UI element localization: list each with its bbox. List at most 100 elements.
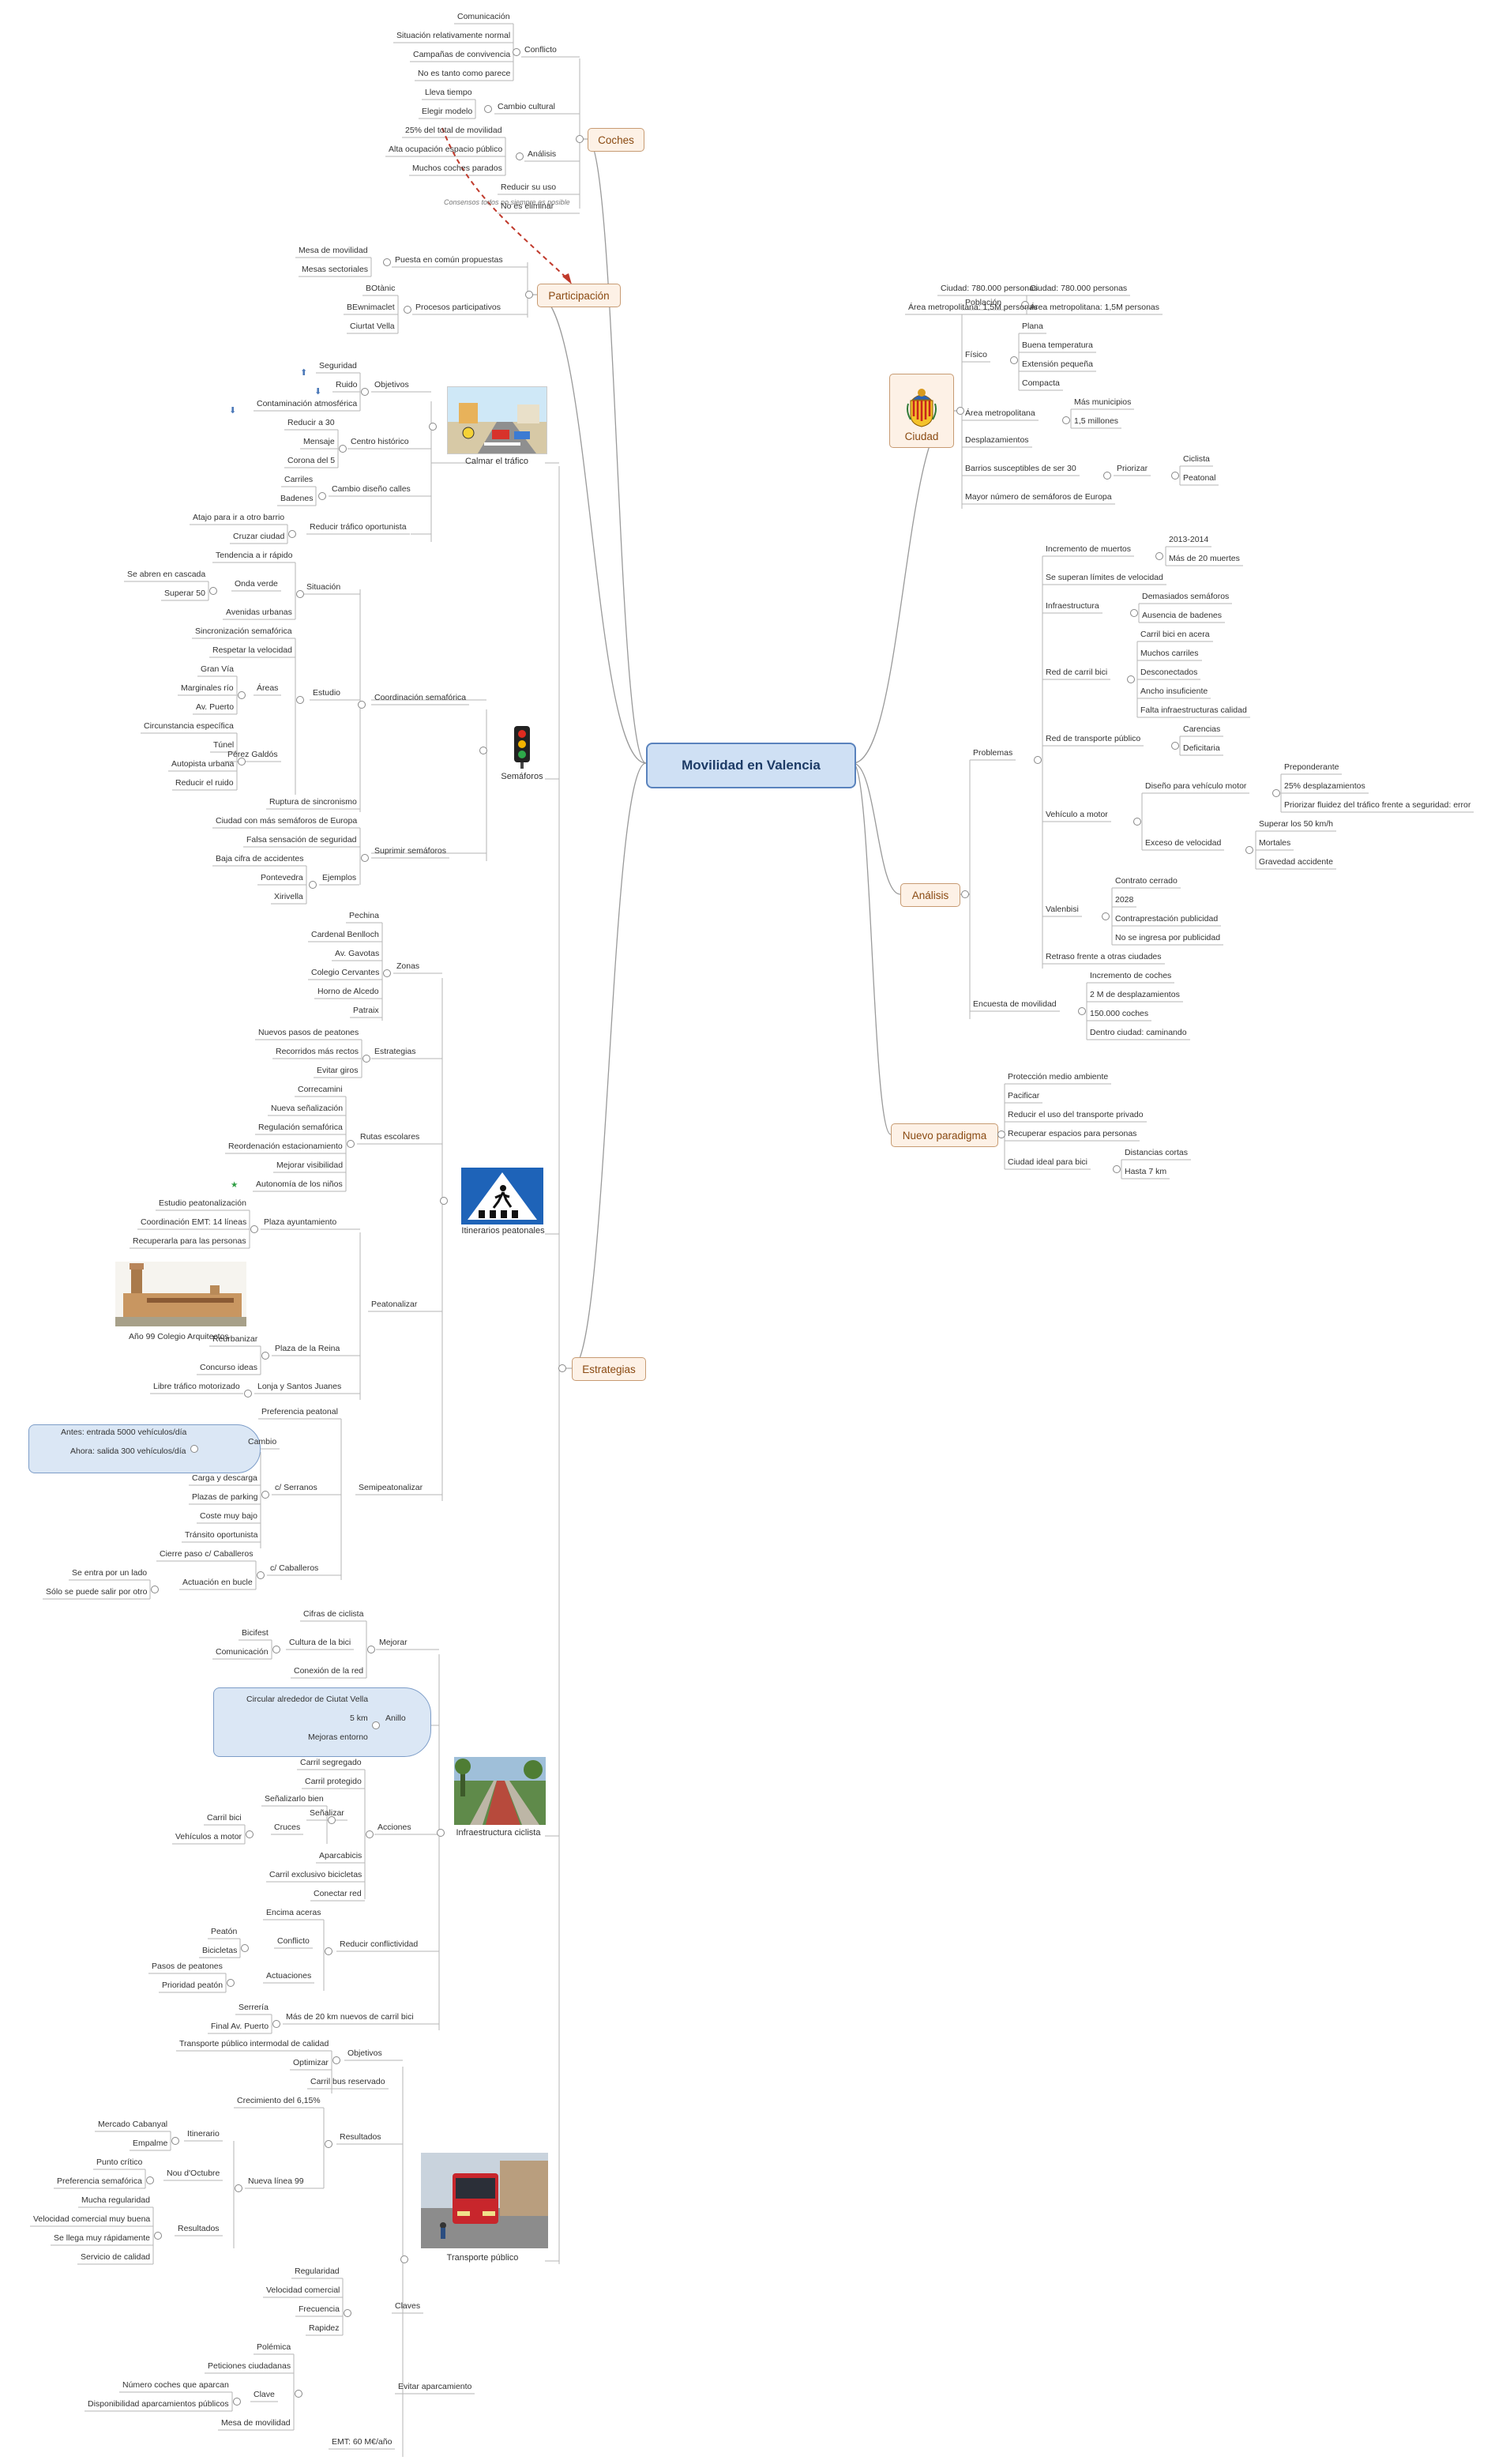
topic-node[interactable]: Mesas sectoriales: [302, 265, 369, 274]
topic-node[interactable]: Barrios susceptibles de ser 30: [965, 464, 1076, 473]
topic-node[interactable]: Muchos coches parados: [412, 164, 502, 173]
collapse-toggle[interactable]: [325, 2140, 332, 2148]
topic-node[interactable]: Encima aceras: [266, 1908, 321, 1917]
topic-node[interactable]: Polémica: [257, 2342, 291, 2352]
topic-node[interactable]: Ciudad ideal para bici: [1008, 1157, 1087, 1167]
topic-node[interactable]: Itinerario: [187, 2129, 220, 2139]
collapse-toggle[interactable]: [366, 1830, 374, 1838]
topic-node[interactable]: Carril bus reservado: [310, 2077, 385, 2086]
collapse-toggle[interactable]: [325, 1947, 332, 1955]
topic-node[interactable]: Ciudad: 780.000 personas: [941, 284, 1039, 293]
collapse-toggle[interactable]: [956, 407, 964, 415]
topic-node[interactable]: Buena temperatura: [1022, 340, 1093, 350]
topic-node[interactable]: Patraix: [353, 1006, 379, 1015]
collapse-toggle[interactable]: [257, 1571, 265, 1579]
topic-node[interactable]: 1,5 millones: [1074, 416, 1119, 426]
branch-estrategias[interactable]: Estrategias: [572, 1357, 646, 1381]
topic-node[interactable]: Clave: [254, 2390, 275, 2399]
topic-node[interactable]: Conexión de la red: [294, 1666, 364, 1676]
topic-node[interactable]: Actuación en bucle: [182, 1578, 253, 1587]
topic-node[interactable]: Infraestructura: [1046, 601, 1099, 611]
topic-node[interactable]: Respetar la velocidad: [212, 645, 292, 655]
collapse-toggle[interactable]: [146, 2176, 154, 2184]
topic-node[interactable]: Priorizar: [1117, 464, 1148, 473]
topic-node[interactable]: Atajo para ir a otro barrio: [193, 513, 285, 522]
collapse-toggle[interactable]: [154, 2232, 162, 2240]
topic-node[interactable]: Contraprestación publicidad: [1115, 914, 1219, 924]
topic-node[interactable]: Dentro ciudad: caminando: [1090, 1028, 1187, 1037]
collapse-toggle[interactable]: [1034, 756, 1042, 764]
topic-node[interactable]: Coordinación EMT: 14 líneas: [141, 1217, 247, 1227]
topic-node[interactable]: Conflicto: [277, 1936, 310, 1946]
collapse-toggle[interactable]: [362, 1055, 370, 1063]
topic-node[interactable]: Bicicletas: [202, 1946, 238, 1955]
topic-node[interactable]: Frecuencia: [299, 2304, 340, 2314]
topic-node[interactable]: No es tanto como parece: [418, 69, 511, 78]
topic-node[interactable]: Carga y descarga: [192, 1473, 257, 1483]
topic-node[interactable]: Cierre paso c/ Caballeros: [160, 1549, 254, 1559]
topic-node[interactable]: Tránsito oportunista: [185, 1530, 258, 1540]
topic-node[interactable]: 2013-2014: [1169, 535, 1209, 544]
topic-node[interactable]: Falsa sensación de seguridad: [246, 835, 357, 845]
collapse-toggle[interactable]: [516, 152, 524, 160]
collapse-toggle[interactable]: [250, 1225, 258, 1233]
collapse-toggle[interactable]: [1078, 1007, 1086, 1015]
topic-node[interactable]: Incremento de coches: [1090, 971, 1172, 980]
topic-node[interactable]: No es eliminar: [501, 201, 554, 211]
collapse-toggle[interactable]: [1171, 472, 1179, 480]
topic-node[interactable]: Resultados: [340, 2132, 381, 2142]
topic-node[interactable]: Crecimiento del 6,15%: [237, 2096, 321, 2105]
collapse-toggle[interactable]: [1272, 789, 1280, 797]
topic-node[interactable]: Nueva línea 99: [248, 2176, 304, 2186]
topic-node[interactable]: Rutas escolares: [360, 1132, 420, 1142]
topic-node[interactable]: Avenidas urbanas: [226, 608, 292, 617]
topic-node[interactable]: 150.000 coches: [1090, 1009, 1149, 1018]
topic-node[interactable]: Pasos de peatones: [152, 1962, 223, 1971]
topic-node[interactable]: Lleva tiempo: [425, 88, 472, 97]
topic-node[interactable]: Nueva señalización: [271, 1104, 344, 1113]
topic-node[interactable]: Desplazamientos: [965, 435, 1029, 445]
topic-node[interactable]: Aparcabicis: [319, 1851, 362, 1860]
topic-node[interactable]: Área metropolitana: 1,5M personas: [908, 303, 1039, 312]
topic-node[interactable]: Retraso frente a otras ciudades: [1046, 952, 1162, 961]
collapse-toggle[interactable]: [233, 2398, 241, 2406]
topic-node[interactable]: Demasiados semáforos: [1142, 592, 1230, 601]
topic-node[interactable]: Mejorar visibilidad: [276, 1161, 344, 1170]
branch-analisis[interactable]: Análisis: [900, 883, 960, 907]
topic-node[interactable]: Vehículo a motor: [1046, 810, 1108, 819]
topic-node[interactable]: Mesa de movilidad: [221, 2418, 291, 2428]
collapse-toggle[interactable]: [309, 881, 317, 889]
topic-node[interactable]: Horno de Alcedo: [317, 987, 379, 996]
topic-node[interactable]: Gran Vía: [201, 664, 235, 674]
topic-node[interactable]: Ahora: salida 300 vehículos/día: [70, 1446, 186, 1456]
topic-node[interactable]: Se superan límites de velocidad: [1046, 573, 1163, 582]
topic-node[interactable]: Mensaje: [303, 437, 335, 446]
topic-node[interactable]: Más municipios: [1074, 397, 1132, 407]
topic-node[interactable]: Carril segregado: [300, 1758, 362, 1767]
collapse-toggle[interactable]: [261, 1352, 269, 1360]
topic-node[interactable]: Ejemplos: [322, 873, 357, 882]
topic-node[interactable]: Ciudad: 780.000 personas: [1030, 284, 1128, 293]
topic-node[interactable]: Gravedad accidente: [1259, 857, 1333, 867]
topic-node[interactable]: Carriles: [284, 475, 314, 484]
topic-node[interactable]: Tendencia a ir rápido: [216, 551, 293, 560]
topic-node[interactable]: Ciurtat Vella: [350, 322, 395, 331]
topic-node[interactable]: Actuaciones: [266, 1971, 312, 1981]
topic-node[interactable]: Carril bici en acera: [1140, 630, 1210, 639]
topic-node[interactable]: Cifras de ciclista: [303, 1609, 364, 1619]
topic-node[interactable]: Pacificar: [1008, 1091, 1040, 1100]
topic-node[interactable]: Señalizar: [310, 1808, 344, 1818]
topic-node[interactable]: Hasta 7 km: [1125, 1167, 1167, 1176]
topic-node[interactable]: Corona del 5: [287, 456, 336, 465]
topic-node[interactable]: Extensión pequeña: [1022, 359, 1093, 369]
topic-node[interactable]: Regulación semafórica: [258, 1123, 343, 1132]
topic-node[interactable]: Libre tráfico motorizado: [153, 1382, 240, 1391]
collapse-toggle[interactable]: [1102, 912, 1110, 920]
topic-node[interactable]: Objetivos: [374, 380, 409, 389]
topic-node[interactable]: Distancias cortas: [1125, 1148, 1188, 1157]
topic-node[interactable]: Más de 20 km nuevos de carril bici: [286, 2012, 414, 2022]
branch-participacion[interactable]: Participación: [537, 284, 621, 307]
topic-node[interactable]: Compacta: [1022, 378, 1060, 388]
topic-node[interactable]: EMT: 60 M€/año: [332, 2437, 393, 2447]
collapse-toggle[interactable]: [961, 890, 969, 898]
